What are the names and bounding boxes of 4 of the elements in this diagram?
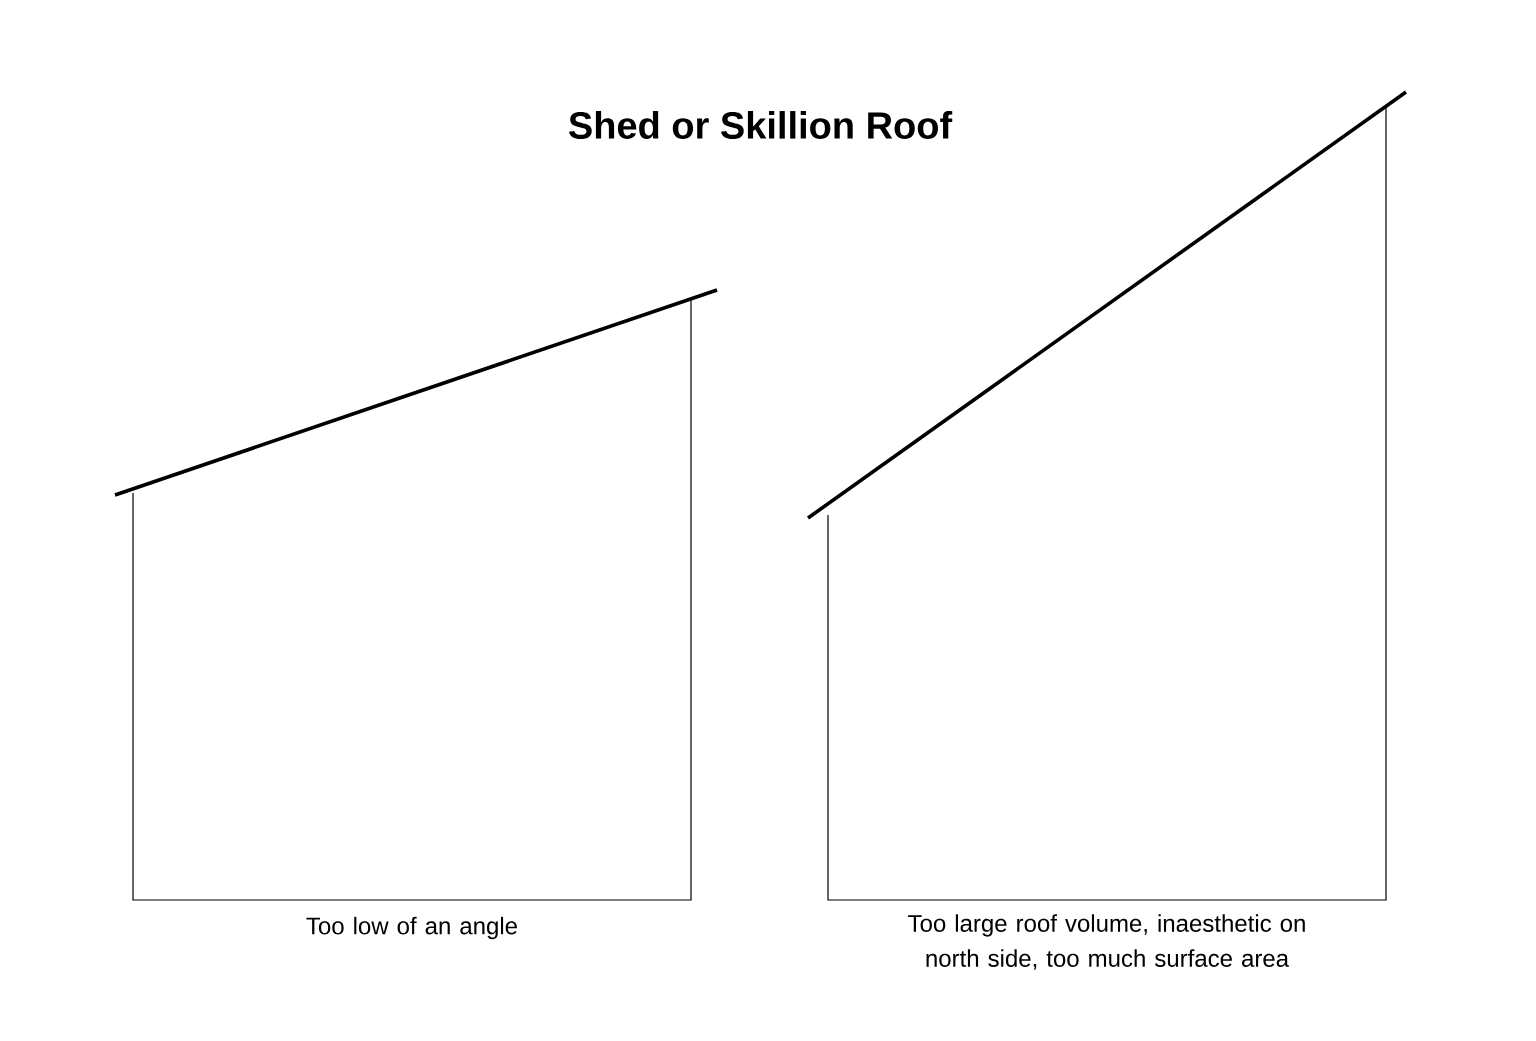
shed-drawing xyxy=(114,288,718,901)
title: Shed or Skillion Roof xyxy=(569,111,953,139)
node-label: Too large roof volume, inaesthetic on north side, too much surface area xyxy=(908,914,1305,970)
node-label: Too low of an angle xyxy=(306,916,517,940)
